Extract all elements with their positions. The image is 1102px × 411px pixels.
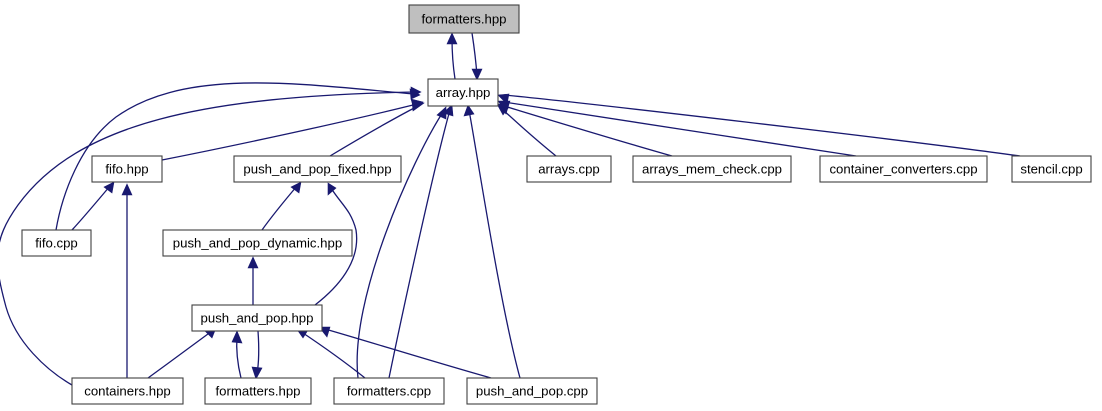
graph-edge xyxy=(318,326,492,379)
node-label: container_converters.cpp xyxy=(829,161,977,176)
edge-line xyxy=(71,185,111,231)
graph-edge xyxy=(329,100,425,157)
graph-node-container-converters-cpp[interactable]: container_converters.cpp xyxy=(819,155,988,183)
graph-edge xyxy=(446,32,458,80)
graph-edge xyxy=(261,181,302,231)
edge-arrowhead xyxy=(411,100,425,112)
node-label: arrays_mem_check.cpp xyxy=(642,161,782,176)
node-box[interactable] xyxy=(71,377,184,405)
graph-node-push-and-pop-cpp[interactable]: push_and_pop.cpp xyxy=(466,377,598,405)
node-box[interactable] xyxy=(466,377,598,405)
node-layer: formatters.hpp array.hpp fifo.hpp push_and_… xyxy=(21,4,1092,405)
node-box[interactable] xyxy=(233,155,402,183)
graph-edge xyxy=(463,104,521,379)
graph-edge xyxy=(71,181,115,231)
edge-line xyxy=(147,330,213,379)
edge-line xyxy=(55,82,415,231)
edge-arrowhead xyxy=(247,256,259,269)
node-label: push_and_pop_dynamic.hpp xyxy=(173,235,342,250)
graph-node-push-and-pop-hpp[interactable]: push_and_pop.hpp xyxy=(191,304,323,332)
node-label: push_and_pop_fixed.hpp xyxy=(243,161,391,176)
graph-node-formatters-cpp[interactable]: formatters.cpp xyxy=(333,377,445,405)
edge-line xyxy=(161,103,418,161)
edge-line xyxy=(503,94,1021,157)
node-box[interactable] xyxy=(91,155,163,183)
graph-edge xyxy=(147,327,217,379)
graph-node-array-hpp[interactable]: array.hpp xyxy=(427,78,499,107)
graph-node-arrays-mem-check-cpp[interactable]: arrays_mem_check.cpp xyxy=(632,155,792,183)
node-label: formatters.hpp xyxy=(215,383,300,398)
node-label: arrays.cpp xyxy=(538,161,600,176)
node-label: fifo.cpp xyxy=(35,235,78,250)
graph-edge xyxy=(231,330,243,379)
graph-edge xyxy=(497,93,1021,157)
edge-line xyxy=(329,105,419,157)
graph-edge xyxy=(497,103,673,157)
edge-arrowhead xyxy=(231,330,243,344)
graph-edge xyxy=(247,256,259,305)
graph-edge xyxy=(356,106,447,379)
edge-layer xyxy=(0,32,1021,386)
node-label: formatters.cpp xyxy=(347,383,431,398)
graph-edge xyxy=(0,86,422,386)
edge-line xyxy=(503,105,673,157)
node-box[interactable] xyxy=(632,155,792,183)
edge-line xyxy=(500,107,557,157)
edge-arrowhead xyxy=(103,181,115,194)
node-box[interactable] xyxy=(1011,155,1092,183)
edge-arrowhead xyxy=(290,181,302,194)
graph-node-containers-hpp[interactable]: containers.hpp xyxy=(71,377,184,405)
graph-edge xyxy=(121,183,133,378)
edge-arrowhead xyxy=(463,104,475,117)
graph-edge xyxy=(251,330,263,380)
edge-line xyxy=(0,91,416,386)
node-box[interactable] xyxy=(427,78,499,107)
graph-edge xyxy=(314,182,358,306)
edge-arrowhead xyxy=(410,86,422,98)
edge-line xyxy=(261,185,298,231)
node-box[interactable] xyxy=(408,4,520,34)
graph-edge xyxy=(471,32,483,81)
node-box[interactable] xyxy=(204,377,312,405)
edge-arrowhead xyxy=(471,68,483,81)
graph-node-fifo-hpp[interactable]: fifo.hpp xyxy=(91,155,163,183)
edge-arrowhead xyxy=(327,182,337,196)
graph-node-formatters-hpp-root[interactable]: formatters.hpp xyxy=(408,4,520,34)
node-box[interactable] xyxy=(333,377,445,405)
node-label: fifo.hpp xyxy=(105,161,148,176)
edge-line xyxy=(503,101,857,157)
graph-edge xyxy=(295,327,366,379)
graph-node-formatters-hpp-leaf[interactable]: formatters.hpp xyxy=(204,377,312,405)
edge-line xyxy=(468,109,521,379)
graph-node-stencil-cpp[interactable]: stencil.cpp xyxy=(1011,155,1092,183)
edge-line xyxy=(324,328,492,379)
edge-arrowhead xyxy=(121,183,133,196)
node-box[interactable] xyxy=(819,155,988,183)
graph-node-arrays-cpp[interactable]: arrays.cpp xyxy=(526,155,612,183)
node-box[interactable] xyxy=(526,155,612,183)
graph-node-fifo-cpp[interactable]: fifo.cpp xyxy=(21,229,92,257)
graph-edge xyxy=(388,104,454,379)
edge-line xyxy=(388,109,451,379)
edge-arrowhead xyxy=(497,93,510,105)
node-label: push_and_pop.hpp xyxy=(201,310,314,325)
node-label: array.hpp xyxy=(436,85,491,100)
node-box[interactable] xyxy=(21,229,92,257)
node-label: push_and_pop.cpp xyxy=(476,383,588,398)
node-box[interactable] xyxy=(162,229,353,257)
node-box[interactable] xyxy=(191,304,323,332)
edge-line xyxy=(314,187,358,306)
graph-node-push-and-pop-dynamic-hpp[interactable]: push_and_pop_dynamic.hpp xyxy=(162,229,353,257)
node-label: stencil.cpp xyxy=(1020,161,1082,176)
graph-edge xyxy=(161,98,424,161)
node-label: containers.hpp xyxy=(84,383,171,398)
edge-arrowhead xyxy=(436,106,447,120)
edge-arrowhead xyxy=(251,366,263,380)
edge-line xyxy=(356,111,444,379)
graph-node-push-and-pop-fixed-hpp[interactable]: push_and_pop_fixed.hpp xyxy=(233,155,402,183)
edge-arrowhead xyxy=(446,32,458,45)
node-label: formatters.hpp xyxy=(421,11,506,26)
